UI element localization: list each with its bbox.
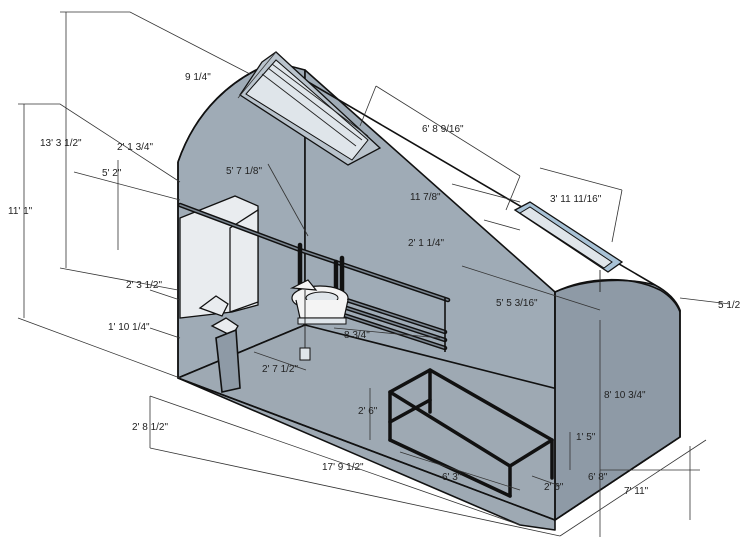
dim-room-length: 17' 9 1/2" <box>322 462 364 473</box>
pipes <box>177 202 451 303</box>
dim-step-height: 2' 3 1/2" <box>126 280 162 291</box>
dim-fixture-drop: 5' 5 3/16" <box>496 298 538 309</box>
dim-right-overhang: 5 1/2 <box>718 300 741 311</box>
dim-toilet-offset: 2' 7 1/2" <box>262 364 298 375</box>
dim-base-height: 2' 8 1/2" <box>132 422 168 433</box>
dim-fixture-width: 3' 11 11/16" <box>550 194 602 205</box>
dim-room-width: 7' 11" <box>624 486 649 497</box>
dim-door-offset: 2' 1 3/4" <box>117 142 153 153</box>
dim-overall-height: 13' 3 1/2" <box>40 138 82 149</box>
dim-wall-height-right: 8' 10 3/4" <box>604 390 646 401</box>
dim-bed-height: 2' 6" <box>358 406 378 417</box>
dim-bed-width: 2' 6" <box>544 482 564 493</box>
dim-pipe-height: 5' 7 1/8" <box>226 166 262 177</box>
dimension-labels: 9 1/4" 6' 8 9/16" 13' 3 1/2" 2' 1 3/4" 5… <box>8 72 741 497</box>
dim-side-height: 11' 1" <box>8 206 33 217</box>
dim-bed-leg: 1' 5" <box>576 432 596 443</box>
steps <box>198 295 241 393</box>
light-fixture <box>513 201 624 292</box>
dimension-lines <box>17 11 731 537</box>
end-vault <box>554 278 681 313</box>
dim-pipe-length: 2' 1 1/4" <box>408 238 444 249</box>
floor-edge <box>177 310 681 521</box>
bed <box>388 368 554 498</box>
dim-vent-top-width: 9 1/4" <box>185 72 211 83</box>
top-vent <box>239 51 382 166</box>
dim-door-height: 5' 2" <box>102 168 122 179</box>
dim-step-width: 1' 10 1/4" <box>108 322 150 333</box>
dim-bed-offset: 6' 8" <box>588 472 608 483</box>
switch-box <box>299 347 311 361</box>
dim-bed-length: 6' 3" <box>442 472 462 483</box>
dim-toilet-depth: 8 3/4" <box>344 330 370 341</box>
dim-top-length: 6' 8 9/16" <box>422 124 464 135</box>
toilet <box>289 279 349 325</box>
dim-shelf-depth: 11 7/8" <box>410 192 441 203</box>
